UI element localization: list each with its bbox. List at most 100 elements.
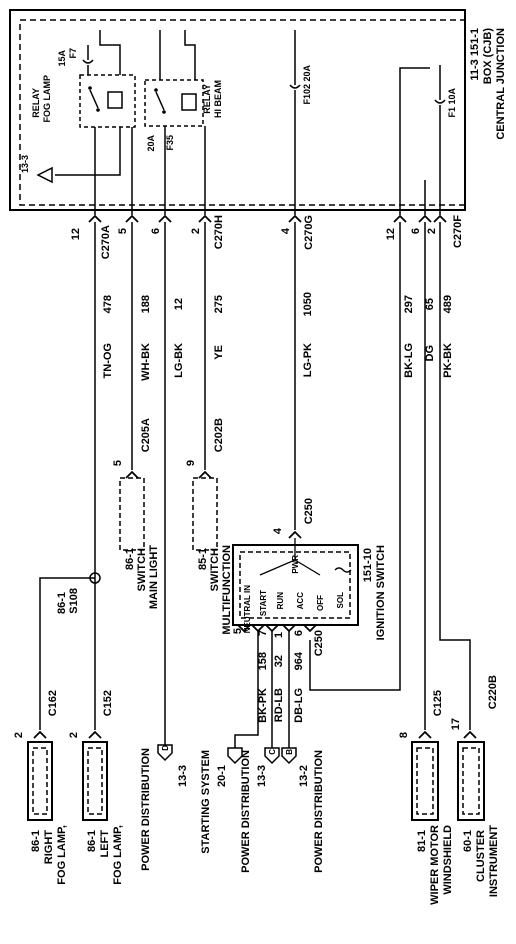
fog-relay-label-1: FOG LAMP [42,75,52,123]
wire-circuit: 188 [140,295,152,314]
connector-c270a: C270A [100,225,112,260]
cluster-label: INSTRUMENT [488,825,500,898]
fog-left-ref: 86-1 [86,830,98,853]
fog-lamp-relay [79,74,136,128]
main-light-switch-ref: 86-1 [124,548,136,571]
ground-ref-arrow [36,166,53,184]
ignition-start-label: START [259,590,268,617]
starting-ref: 20-1 [216,765,228,788]
main-light-switch-label-2: SWITCH [136,548,148,592]
wiper-label: WINDSHIELD [442,825,454,895]
wire-pin: 4 [280,228,292,235]
ign-wire-pin: 1 [273,632,285,639]
hibeam-relay-label-2: RELAY [202,84,212,114]
connector-c202b: C202B [213,418,225,453]
wire-circuit: 478 [102,295,114,314]
connector-c270f: C270F [452,215,464,249]
wire-pin: 6 [410,228,422,235]
ign-wire-pin: 7 [257,630,269,637]
fog-right-pin: 2 [13,732,25,739]
fuse-f7-rating: 15A [57,50,67,67]
wire-color: LG-BK [173,343,185,378]
connector-c152: C152 [102,690,114,717]
fuse-f102-symbol [289,84,301,89]
cluster-ref: 60-1 [462,830,474,853]
ignition-neutral-label: NEUTRAL IN [243,585,252,634]
pd-a-letter: D [161,745,170,751]
ign-wire-color: DB-LG [293,688,305,723]
multifunction-switch-ref: 85-1 [197,548,209,571]
fuse-f102-label: F102 20A [302,65,312,105]
cjb-outer-box [9,9,466,211]
ignition-switch-ref: 151-10 [362,548,374,583]
pd-a-label: POWER DISTRIBUTION [140,748,152,871]
connector-c125: C125 [432,690,444,717]
pd-b-label: POWER DISTRIBUTION [313,750,325,873]
ignition-sol-label: SOL [336,592,345,609]
wiper-label-2: WIPER MOTOR [429,825,441,905]
main-light-switch-label: MAIN LIGHT [148,545,160,610]
ignition-switch-label: IGNITION SWITCH [375,545,387,641]
splice-ref: 86-1 [56,592,68,615]
fuse-f7-symbol [82,59,94,64]
ignition-pwr-label: PWR [291,555,300,574]
ignition-off-label: OFF [316,595,325,611]
ground-ref-label: 13-3 [20,155,30,174]
wire-pin: 12 [70,228,82,241]
fog-relay-label-2: RELAY [31,88,41,118]
wire-circuit: 12 [173,298,185,311]
pd-c-label: POWER DISTRIBUTION [240,750,252,873]
fog-right-ref: 86-1 [30,830,42,853]
wire-circuit: 65 [424,298,436,311]
ignition-pin-in: 4 [272,528,284,535]
ign-wire-pin: 6 [293,630,305,637]
pd-c-ref: 13-3 [256,765,268,788]
fuse-f7-label: F7 [68,48,78,59]
ignition-acc-label: ACC [296,592,305,610]
connector-c205a: C205A [140,418,152,453]
ign-wire-color: BK-PK [257,688,269,723]
hibeam-relay-label-1: HI BEAM [213,80,223,118]
fog-right-label-2: RIGHT [43,830,55,865]
fog-left-label: FOG LAMP, [112,825,124,885]
wire-pin: 2 [426,228,438,235]
cjb-subtitle: BOX (CJB) [482,28,494,85]
instrument-cluster-box [462,747,480,815]
cluster-label-2: CLUSTER [475,830,487,882]
connector-c220b: C220B [487,675,499,710]
wiper-pin: 8 [398,732,410,739]
wire-pin: 12 [385,228,397,241]
starting-label: STARTING SYSTEM [200,750,212,854]
multifunction-pin: 9 [185,460,197,467]
fuse-f35-label: F35 [165,135,175,151]
multifunction-switch-label: MULTIFUNCTION [221,545,233,635]
multifunction-switch-label-2: SWITCH [209,548,221,592]
pd-b-letter: B [285,749,294,755]
fog-lamp-left-box [87,747,103,815]
wiper-ref: 81-1 [416,830,428,853]
wire-circuit: 275 [213,295,225,314]
power-distribution-flags [157,744,297,765]
connector-c270g: C270G [303,215,315,250]
wire-circuit: 1050 [302,292,314,317]
wiper-motor-box [416,747,434,815]
cjb-inner-dashed-box [19,19,466,206]
main-light-switch-box [119,477,145,551]
splice-label: S108 [68,588,80,614]
fuse-f1-symbol [434,99,446,104]
ignition-run-label: RUN [276,592,285,610]
fog-left-label-2: LEFT [99,830,111,858]
cjb-ref: 11-3 151-1 [469,28,481,81]
pd-a-ref: 13-3 [177,765,189,788]
ign-wire-circuit: 158 [257,652,269,671]
main-light-pin: 5 [112,460,124,467]
wire-color: TN-OG [102,343,114,379]
wire-circuit: 297 [403,295,415,314]
wire-color: DG [424,345,436,362]
fog-left-pin: 2 [68,732,80,739]
ign-wire-circuit: 32 [273,655,285,668]
wire-pin: 6 [150,228,162,235]
wire-color: WH-BK [140,343,152,381]
